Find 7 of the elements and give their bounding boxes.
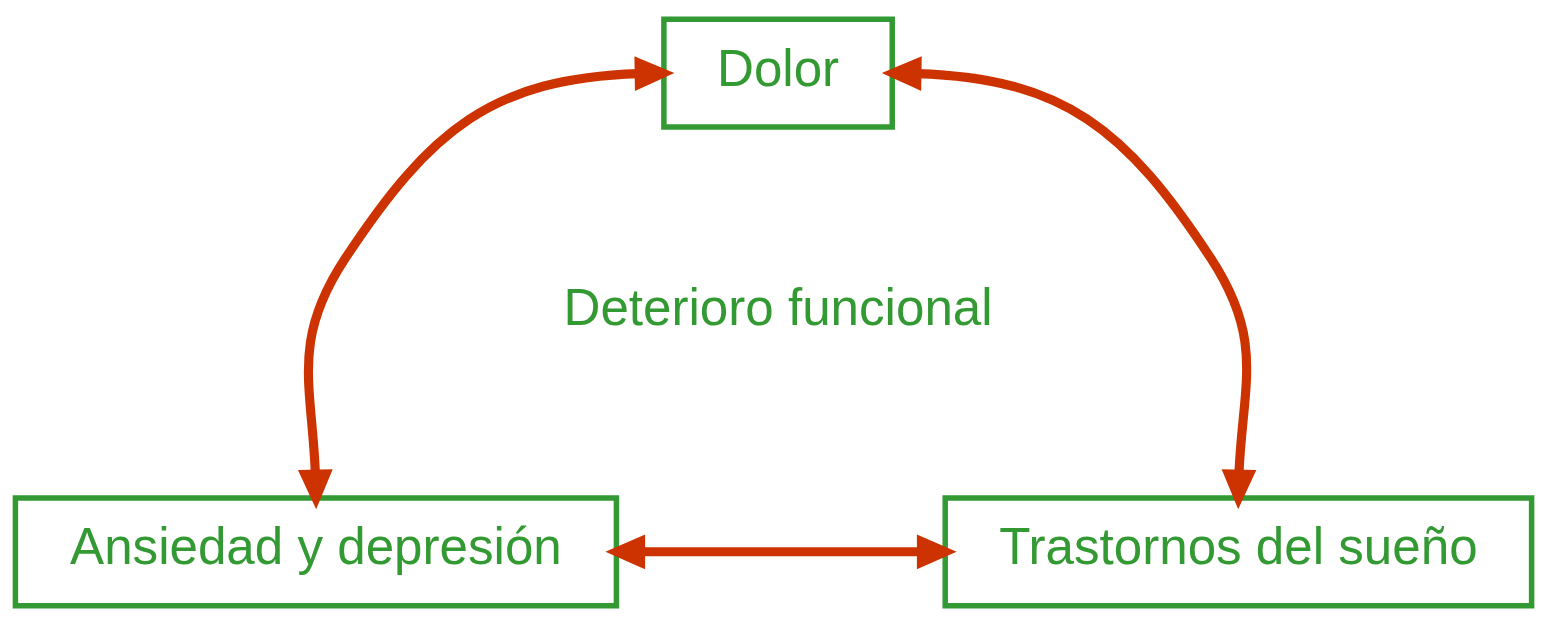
node-box: Dolor <box>661 16 895 130</box>
arrow <box>297 55 675 509</box>
arrow <box>881 55 1257 509</box>
node-box: Ansiedad y depresión <box>12 494 620 608</box>
arrow <box>605 533 957 569</box>
node-box: Trastornos del sueño <box>942 494 1535 608</box>
label: Deterioro funcional <box>563 278 993 336</box>
